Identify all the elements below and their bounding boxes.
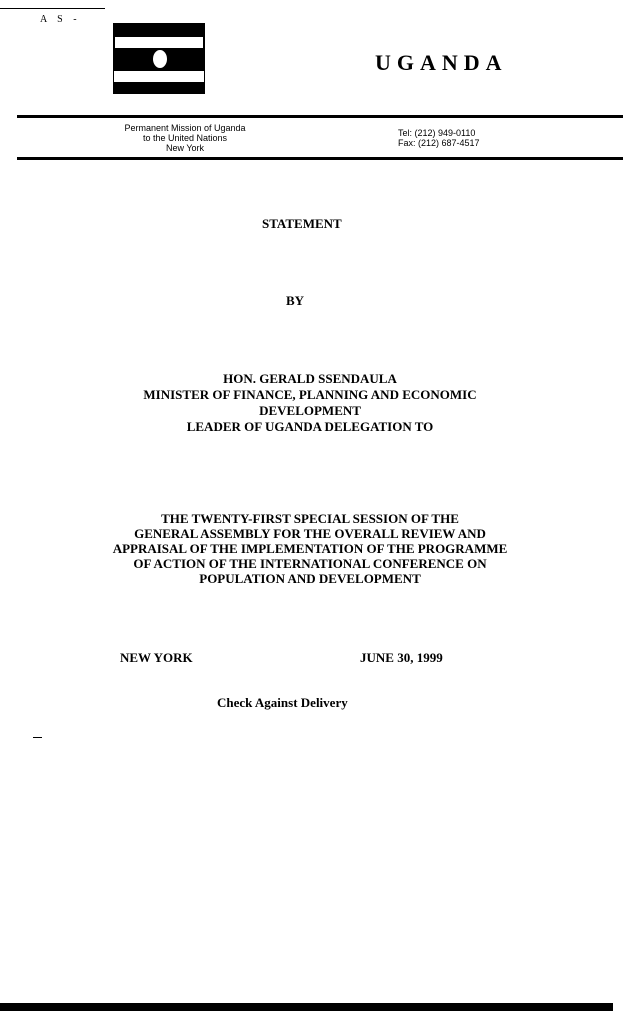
session-line: GENERAL ASSEMBLY FOR THE OVERALL REVIEW … <box>134 526 486 541</box>
uganda-flag-icon <box>113 23 205 94</box>
session-line: THE TWENTY-FIRST SPECIAL SESSION OF THE <box>161 511 459 526</box>
session-line: POPULATION AND DEVELOPMENT <box>199 571 421 586</box>
fax-number: Fax: (212) 687-4517 <box>398 138 480 148</box>
statement-heading: STATEMENT <box>262 216 342 231</box>
tel-number: Tel: (212) 949-0110 <box>398 128 476 138</box>
dash-mark <box>33 737 42 738</box>
mission-line: New York <box>165 143 205 153</box>
corner-marks: A S - <box>40 14 77 25</box>
speaker-title: MINISTER OF FINANCE, PLANNING AND ECONOM… <box>143 387 477 402</box>
session-line: OF ACTION OF THE INTERNATIONAL CONFERENC… <box>133 556 487 571</box>
header-rule-bottom <box>17 157 623 160</box>
place: NEW YORK <box>120 650 193 665</box>
header-rule-top <box>17 115 623 118</box>
session-block: THE TWENTY-FIRST SPECIAL SESSION OF THE … <box>100 511 520 586</box>
bottom-rule <box>0 1003 613 1011</box>
delivery-note: Check Against Delivery <box>217 695 348 710</box>
speaker-role: LEADER OF UGANDA DELEGATION TO <box>186 419 434 434</box>
speaker-title: DEVELOPMENT <box>259 403 361 418</box>
mission-line: to the United Nations <box>142 133 228 143</box>
date: JUNE 30, 1999 <box>360 650 443 665</box>
speaker-block: HON. GERALD SSENDAULA MINISTER OF FINANC… <box>100 371 520 435</box>
by-heading: BY <box>286 293 305 308</box>
mission-line: Permanent Mission of Uganda <box>124 123 246 133</box>
speaker-name: HON. GERALD SSENDAULA <box>223 371 397 386</box>
mission-address: Permanent Mission of Uganda to the Unite… <box>110 123 260 153</box>
top-rule <box>0 8 105 9</box>
session-line: APPRAISAL OF THE IMPLEMENTATION OF THE P… <box>112 541 508 556</box>
contact-info: Tel: (212) 949-0110 Fax: (212) 687-4517 <box>398 128 480 148</box>
country-title: UGANDA <box>375 50 508 75</box>
